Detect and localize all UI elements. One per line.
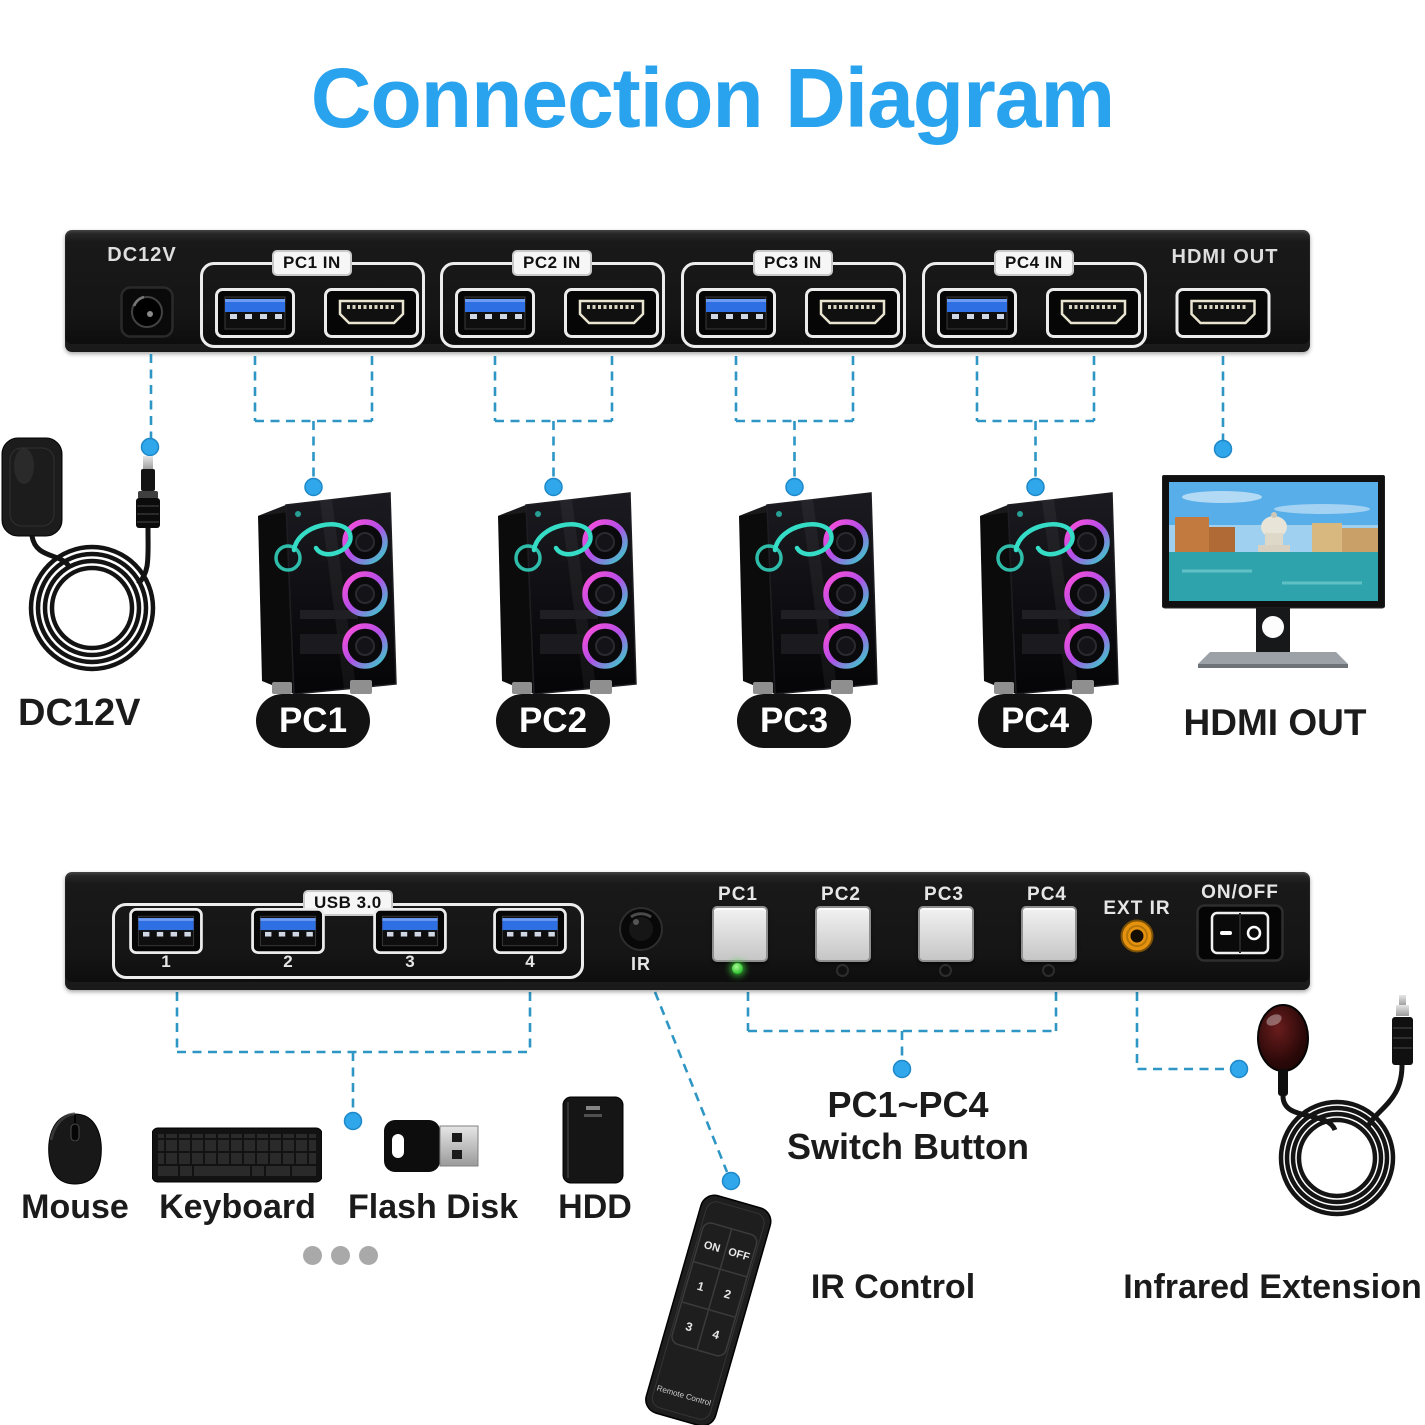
monitor-illustration <box>1162 475 1385 668</box>
pc1-switch-label: PC1 <box>718 884 758 905</box>
mouse-illustration <box>48 1112 102 1185</box>
pc2-switch-label: PC2 <box>821 884 861 905</box>
power-caption: DC12V <box>18 692 141 734</box>
pc3-switch-button <box>918 906 974 962</box>
pc4-status-led <box>1042 964 1055 977</box>
pc4-caption: PC4 <box>978 694 1092 748</box>
ir-receiver-label: IR <box>631 954 651 974</box>
usb-hub-port3-icon <box>373 908 447 954</box>
pc1-in-label: PC1 IN <box>272 250 352 276</box>
power-switch-label: ON/OFF <box>1201 882 1279 903</box>
dc-jack-icon <box>120 286 174 338</box>
hdd-illustration <box>562 1096 624 1184</box>
ext-ir-jack-icon <box>1120 919 1154 953</box>
pc4-switch-button <box>1021 906 1077 962</box>
infrared-extension-illustration <box>1257 995 1413 1217</box>
pc3-hdmi-port-icon <box>805 288 900 338</box>
switch-caption-line2: Switch Button <box>787 1126 1029 1167</box>
pc3-tower-illustration <box>709 488 879 698</box>
pc3-usb-port-icon <box>696 288 776 338</box>
remote-on-button: ON <box>702 1239 721 1255</box>
pc1-hdmi-port-icon <box>324 288 419 338</box>
remote-off-button: OFF <box>727 1246 752 1264</box>
hdmi-out-port-label: HDMI OUT <box>1171 246 1279 268</box>
pc1-status-led <box>732 963 743 974</box>
pc1-caption: PC1 <box>256 694 370 748</box>
ellipsis-dot <box>359 1246 378 1265</box>
switch-caption-line1: PC1~PC4 <box>827 1084 989 1125</box>
pc4-hdmi-port-icon <box>1046 288 1141 338</box>
infrared-extension-caption: Infrared Extension <box>1123 1268 1422 1306</box>
flash-disk-caption: Flash Disk <box>348 1188 519 1226</box>
power-switch-icon <box>1196 904 1284 962</box>
pc2-switch-button <box>815 906 871 962</box>
page-title: Connection Diagram <box>310 51 1115 145</box>
hdmi-out-port-icon <box>1175 288 1271 338</box>
pc4-usb-port-icon <box>937 288 1017 338</box>
ellipsis-dot <box>303 1246 322 1265</box>
remote-4-button: 4 <box>711 1327 722 1342</box>
pc3-switch-label: PC3 <box>924 884 964 905</box>
monitor-caption: HDMI OUT <box>1183 702 1367 743</box>
pc3-in-label: PC3 IN <box>753 250 833 276</box>
mouse-caption: Mouse <box>21 1188 129 1226</box>
pc2-in-label: PC2 IN <box>512 250 592 276</box>
pc2-hdmi-port-icon <box>564 288 659 338</box>
pc1-tower-illustration <box>228 488 398 698</box>
pc3-status-led <box>939 964 952 977</box>
pc2-caption: PC2 <box>496 694 610 748</box>
pc4-tower-illustration <box>950 488 1120 698</box>
pc3-caption: PC3 <box>737 694 851 748</box>
usb-port3-number: 3 <box>405 952 415 971</box>
keyboard-caption: Keyboard <box>159 1188 316 1226</box>
usb-port1-number: 1 <box>161 952 171 971</box>
pc2-status-led <box>836 964 849 977</box>
usb-hub-port4-icon <box>493 908 567 954</box>
pc2-tower-illustration <box>468 488 638 698</box>
dc-power-label: DC12V <box>107 244 177 266</box>
remote-3-button: 3 <box>684 1319 695 1334</box>
remote-2-button: 2 <box>722 1287 733 1302</box>
ellipsis-dot <box>331 1246 350 1265</box>
keyboard-illustration <box>152 1127 322 1183</box>
pc4-in-label: PC4 IN <box>994 250 1074 276</box>
ir-receiver-icon <box>619 907 663 951</box>
pc2-usb-port-icon <box>455 288 535 338</box>
usb-hub-port2-icon <box>251 908 325 954</box>
usb-port4-number: 4 <box>525 952 535 971</box>
ext-ir-label: EXT IR <box>1103 898 1171 919</box>
remote-1-button: 1 <box>695 1279 706 1294</box>
ir-remote-illustration: ON OFF 1 2 3 4 Remote Control <box>645 1194 772 1425</box>
usb-port2-number: 2 <box>283 952 293 971</box>
pc1-switch-button <box>712 906 768 962</box>
pc4-switch-label: PC4 <box>1027 884 1067 905</box>
flash-disk-illustration <box>384 1120 479 1172</box>
ir-control-caption: IR Control <box>810 1268 976 1306</box>
hdd-caption: HDD <box>558 1188 632 1226</box>
usb-hub-port1-icon <box>129 908 203 954</box>
power-adapter-illustration <box>1 437 160 672</box>
pc1-usb-port-icon <box>215 288 295 338</box>
